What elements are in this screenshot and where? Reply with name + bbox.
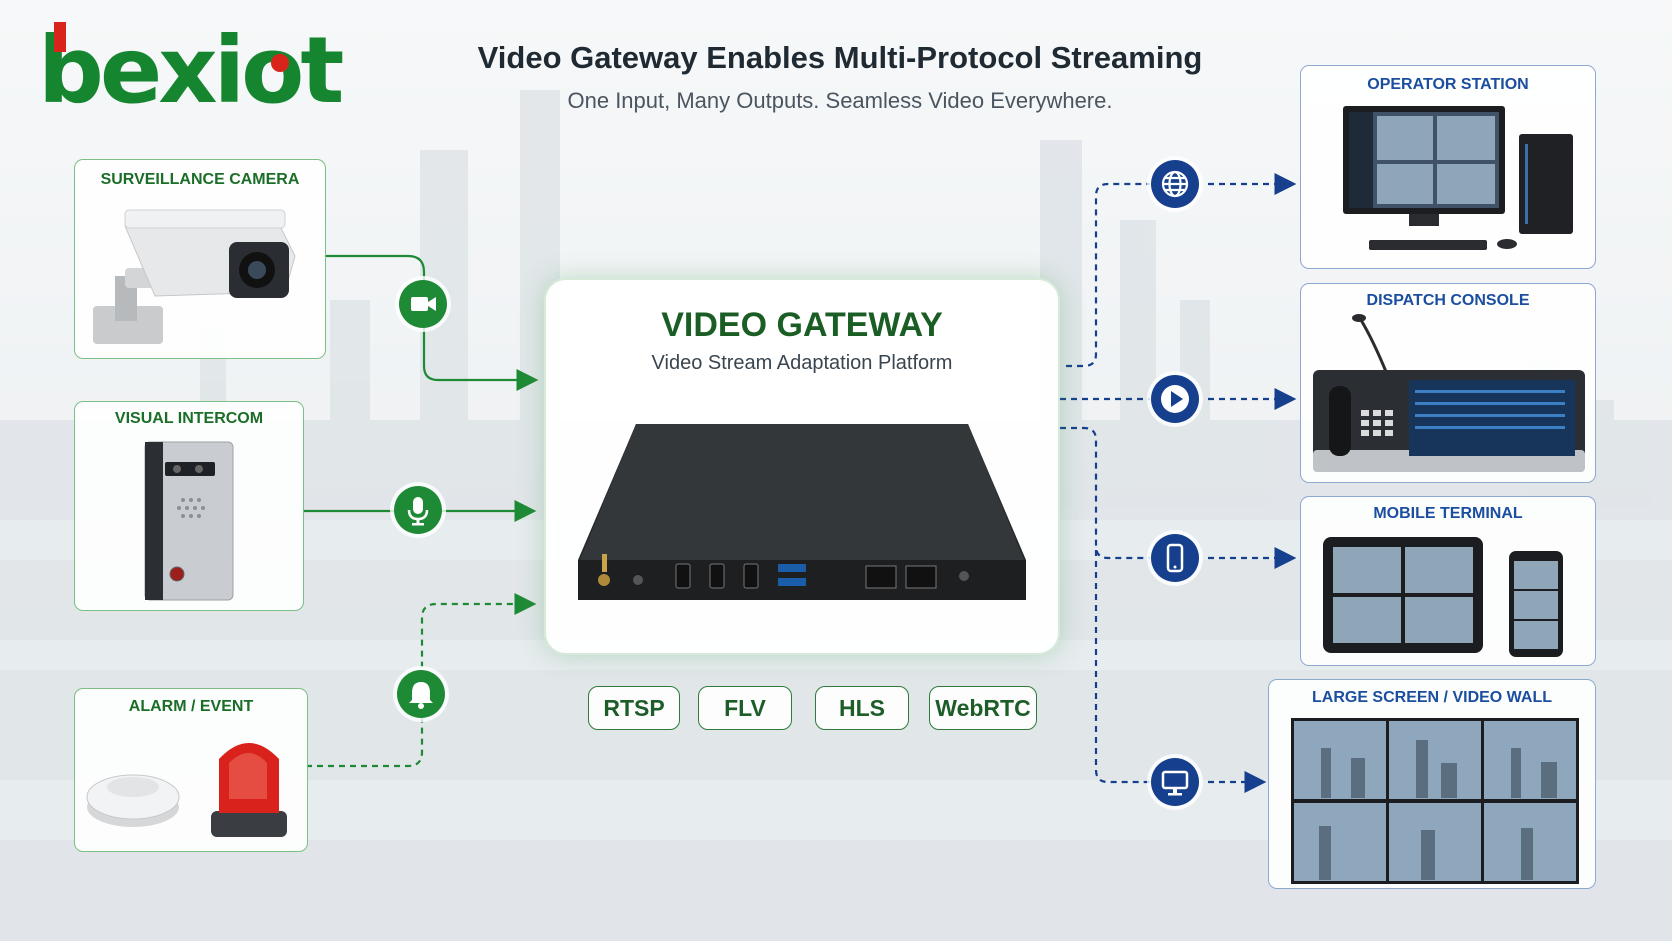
output-card-video-wall: LARGE SCREEN / VIDEO WALL xyxy=(1268,679,1596,889)
logo-wordmark: bexiot xyxy=(38,17,344,124)
play-node xyxy=(1151,375,1199,423)
dispatch-console-image xyxy=(1313,314,1585,472)
page-subtitle: One Input, Many Outputs. Seamless Video … xyxy=(567,88,1113,113)
gateway-subtitle: Video Stream Adaptation Platform xyxy=(651,352,953,374)
input-card-label: VISUAL INTERCOM xyxy=(114,410,264,427)
output-card-label: DISPATCH CONSOLE xyxy=(1366,292,1530,309)
alarm-devices-image xyxy=(86,743,287,837)
smartphone-icon xyxy=(1166,543,1184,573)
input-card-alarm-event: ALARM / EVENT xyxy=(74,688,308,852)
globe-icon xyxy=(1161,170,1189,198)
output-card-operator-station: OPERATOR STATION xyxy=(1300,65,1596,269)
smartphone-node xyxy=(1151,534,1199,582)
gateway-to-mobile-line xyxy=(1060,426,1150,560)
protocol-badge-flv: FLV xyxy=(698,686,792,730)
video-gateway-panel: VIDEO GATEWAY Video Stream Adaptation Pl… xyxy=(544,278,1060,655)
logo-red-dot xyxy=(271,54,289,72)
protocol-badge-rtsp: RTSP xyxy=(588,686,680,730)
play-icon xyxy=(1161,385,1189,413)
bexiot-logo: bexiot xyxy=(38,18,358,123)
gateway-title: VIDEO GATEWAY xyxy=(661,306,943,344)
output-card-dispatch-console: DISPATCH CONSOLE xyxy=(1300,283,1596,483)
microphone-node xyxy=(394,486,442,534)
input-card-visual-intercom: VISUAL INTERCOM xyxy=(74,401,304,611)
output-card-label: LARGE SCREEN / VIDEO WALL xyxy=(1311,689,1552,706)
page-title: Video Gateway Enables Multi-Protocol Str… xyxy=(477,40,1203,75)
gateway-to-operator-line xyxy=(1066,182,1150,368)
protocol-badge-webrtc: WebRTC xyxy=(929,686,1037,730)
input-card-label: ALARM / EVENT xyxy=(128,698,254,715)
output-card-mobile-terminal: MOBILE TERMINAL xyxy=(1300,496,1596,666)
microphone-icon xyxy=(407,497,429,526)
gateway-device-image xyxy=(578,424,1026,600)
logo-red-accent xyxy=(54,22,66,52)
bell-icon xyxy=(409,682,433,709)
surveillance-camera-image xyxy=(93,209,296,344)
video-wall-image xyxy=(1291,718,1579,884)
output-card-label: MOBILE TERMINAL xyxy=(1373,505,1523,522)
monitor-node xyxy=(1151,758,1199,806)
gateway-to-videowall-line xyxy=(1094,550,1150,784)
monitor-icon xyxy=(1161,770,1189,796)
input-card-surveillance-camera: SURVEILLANCE CAMERA xyxy=(74,159,326,359)
video-camera-icon xyxy=(411,297,436,311)
input-card-label: SURVEILLANCE CAMERA xyxy=(100,171,300,188)
visual-intercom-image xyxy=(144,441,234,601)
protocol-badge-hls: HLS xyxy=(815,686,909,730)
mobile-terminal-image xyxy=(1323,537,1563,657)
operator-station-image xyxy=(1343,106,1573,250)
bell-node xyxy=(397,670,445,718)
output-card-label: OPERATOR STATION xyxy=(1367,76,1529,93)
video-camera-node xyxy=(399,280,447,328)
globe-node xyxy=(1151,160,1199,208)
